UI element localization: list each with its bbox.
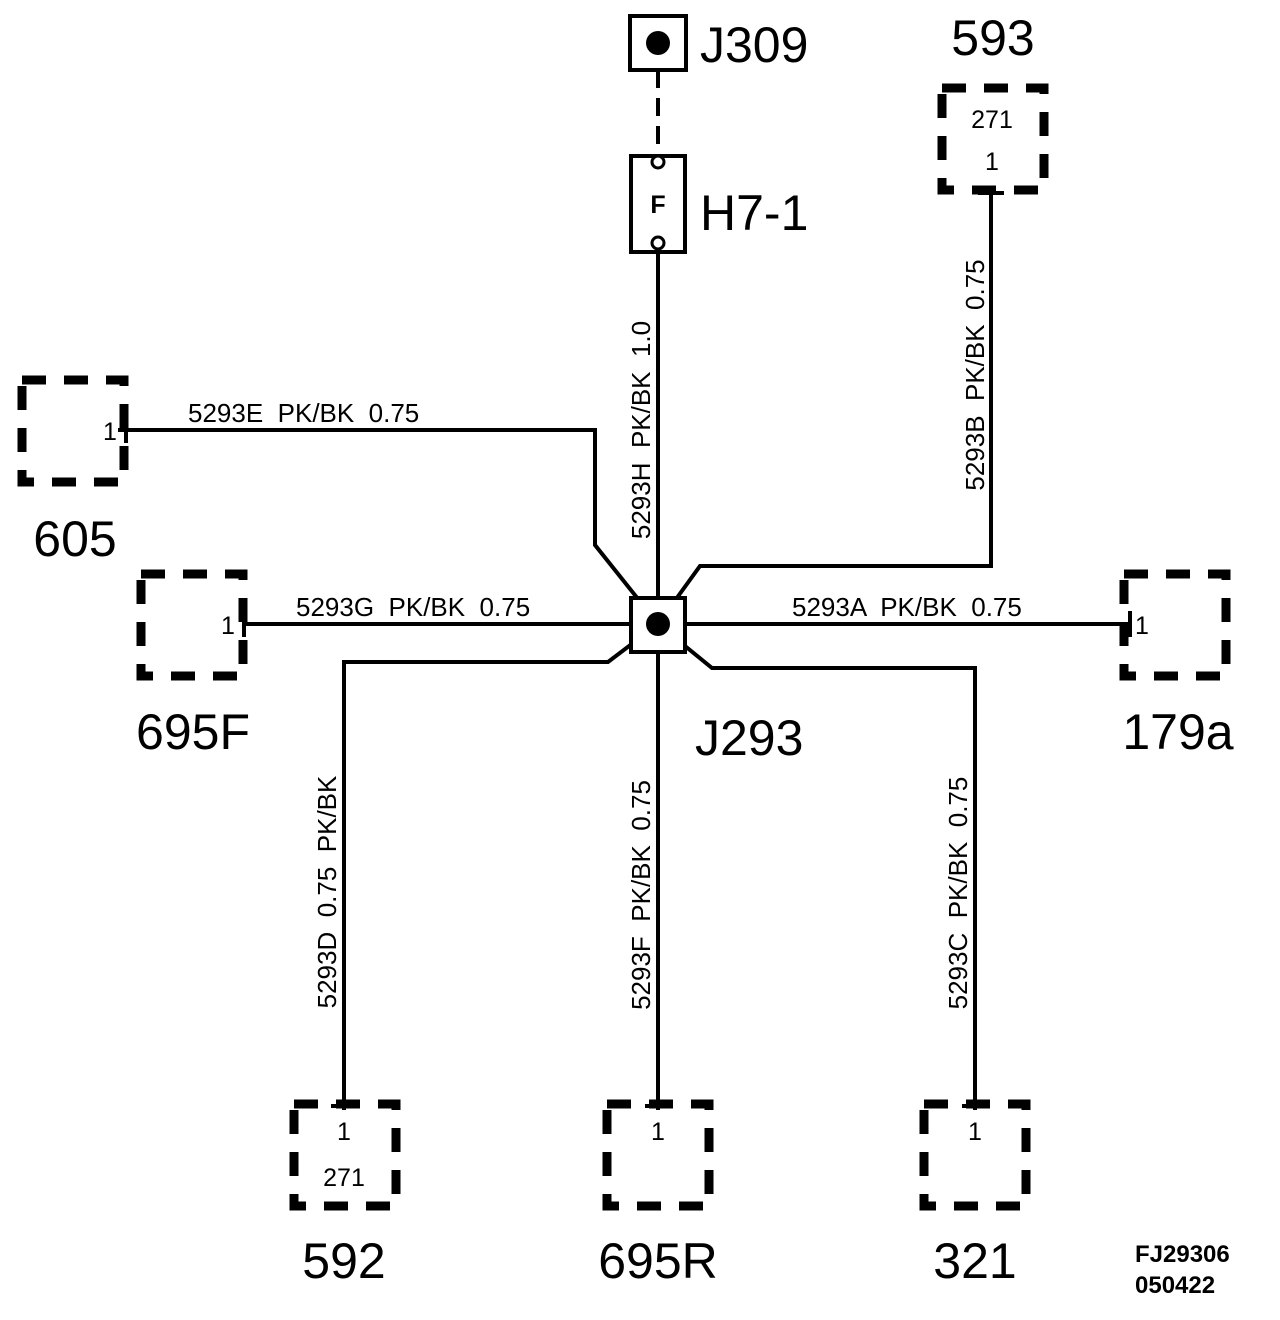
wire-5293c <box>656 622 977 1110</box>
wire-label-5293e: 5293E PK/BK 0.75 <box>188 398 419 428</box>
connector-695r-pin: 1 <box>651 1118 665 1146</box>
connector-695f-label: 695F <box>136 704 250 760</box>
connector-695f-box <box>136 569 248 681</box>
connector-j309-dot <box>646 31 670 55</box>
wire-labels: 5293H PK/BK 1.0 5293B PK/BK 0.75 5293E P… <box>188 259 1022 1010</box>
connector-592-label: 592 <box>302 1233 385 1289</box>
fuse-h7-1[interactable]: F H7-1 <box>629 154 808 254</box>
splice-label: J293 <box>695 710 803 766</box>
reference-code: FJ29306 <box>1135 1241 1230 1268</box>
connector-321-box <box>919 1099 1031 1211</box>
connector-593-box <box>937 83 1049 195</box>
connector-695f[interactable]: 1 695F <box>136 569 250 760</box>
connector-695r[interactable]: 1 695R <box>598 1099 718 1289</box>
connector-593-pin-top: 271 <box>971 106 1013 134</box>
reference-block: FJ29306 050422 <box>1135 1241 1230 1299</box>
connector-593-label: 593 <box>951 10 1034 66</box>
splice-dot <box>646 612 670 636</box>
wire-label-5293a: 5293A PK/BK 0.75 <box>792 592 1022 622</box>
wire-label-5293g: 5293G PK/BK 0.75 <box>296 592 530 622</box>
wire-5293e <box>118 428 660 626</box>
connector-593-pin-bottom: 1 <box>985 148 999 176</box>
connector-179a[interactable]: 1 179a <box>1119 569 1234 760</box>
connector-592-box <box>289 1099 401 1211</box>
connector-605-pin: 1 <box>103 418 117 446</box>
wire-label-5293b: 5293B PK/BK 0.75 <box>960 259 990 490</box>
fuse-label: H7-1 <box>700 185 808 241</box>
wire-label-5293d: 5293D 0.75 PK/BK <box>312 775 342 1008</box>
connector-179a-label: 179a <box>1122 704 1233 760</box>
wire-label-5293c: 5293C PK/BK 0.75 <box>943 777 973 1010</box>
fuse-symbol: F <box>650 191 665 219</box>
connector-321-label: 321 <box>933 1233 1016 1289</box>
connector-592-pin-bottom: 271 <box>323 1164 365 1192</box>
wire-5293b <box>656 195 993 626</box>
connector-592[interactable]: 1 271 592 <box>289 1099 401 1289</box>
connector-179a-box <box>1119 569 1231 681</box>
connector-605[interactable]: 1 605 <box>17 375 129 567</box>
connector-321-pin: 1 <box>968 1118 982 1146</box>
connector-695r-box <box>602 1099 714 1211</box>
connector-592-pin-top: 1 <box>337 1118 351 1146</box>
connector-321[interactable]: 1 321 <box>919 1099 1031 1289</box>
connector-695r-label: 695R <box>598 1233 718 1289</box>
wires <box>118 70 1132 1110</box>
connector-179a-pin: 1 <box>1135 612 1149 640</box>
connector-j309-label: J309 <box>700 17 808 73</box>
connector-605-label: 605 <box>33 511 116 567</box>
wire-label-5293f: 5293F PK/BK 0.75 <box>626 780 656 1010</box>
connector-605-box <box>17 375 129 487</box>
wire-label-5293h: 5293H PK/BK 1.0 <box>626 321 656 539</box>
reference-date: 050422 <box>1135 1272 1215 1299</box>
connector-695f-pin: 1 <box>221 612 235 640</box>
splice-j293[interactable]: J293 <box>629 596 803 766</box>
connector-j309[interactable]: J309 <box>628 14 808 73</box>
connector-593[interactable]: 271 1 593 <box>937 10 1049 195</box>
fuse-terminal-bottom <box>650 235 666 251</box>
wire-5293d <box>342 622 660 1110</box>
fuse-terminal-top <box>650 154 666 170</box>
